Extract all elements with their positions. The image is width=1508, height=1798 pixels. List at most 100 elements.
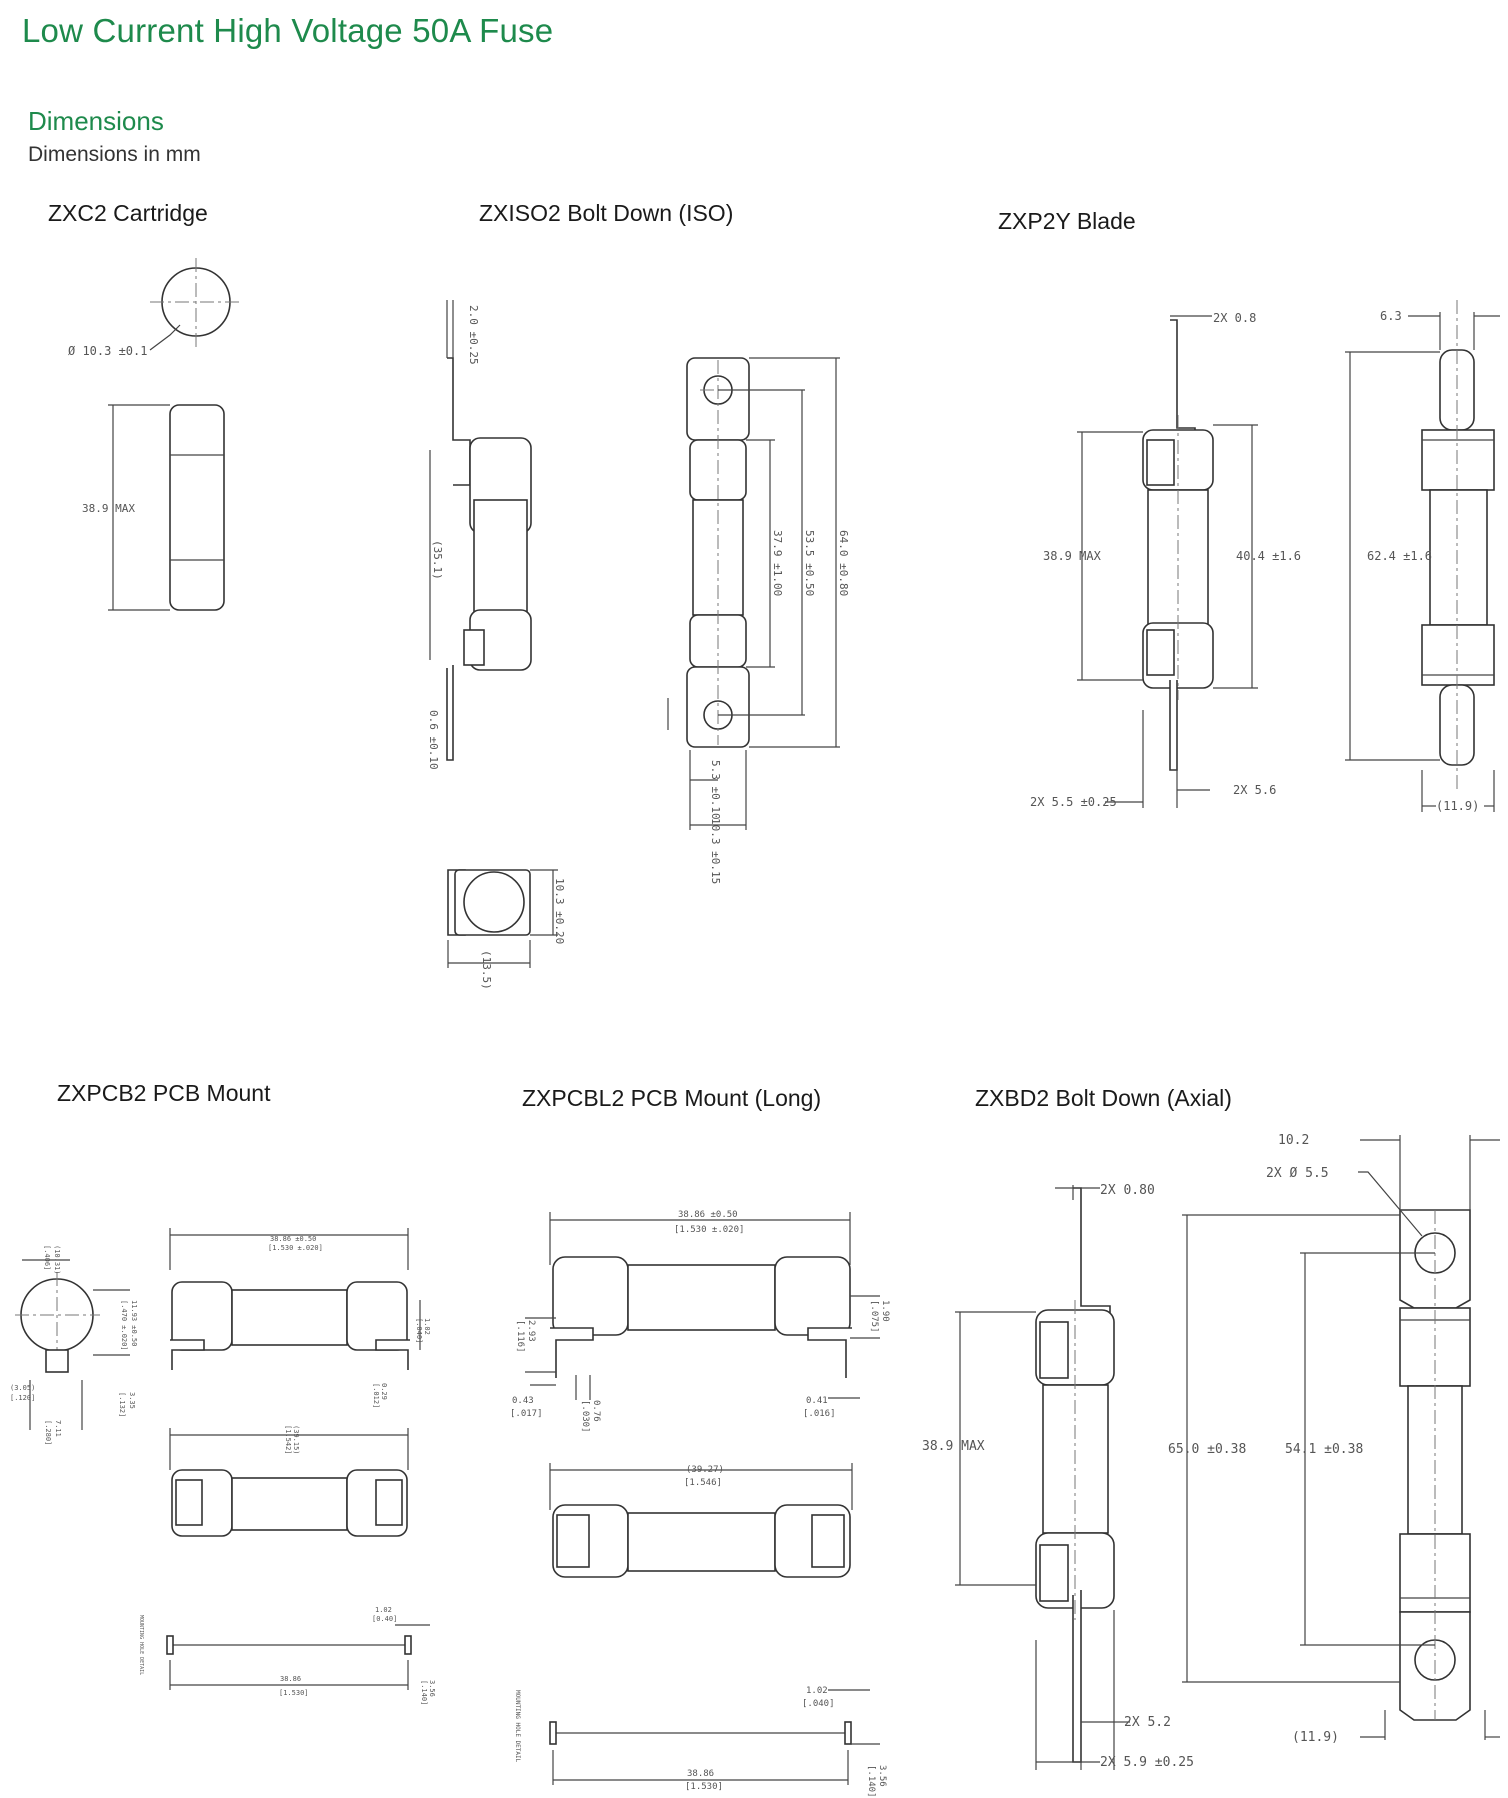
zxiso2-front-view: 37.9 ±1.00 53.5 ±0.50 64.0 ±0.80 5.3 ±0.… [667, 357, 850, 884]
zxpcbl2-middle-view: (39.27) [1.546] [549, 1463, 853, 1578]
zxbd2-102-label: 10.2 [1278, 1133, 1309, 1148]
zxiso2-body-label: (35.1) [431, 540, 444, 580]
zxiso2-t2-label: 0.6 ±0.10 [427, 710, 440, 770]
zxpcbl2-d190-in: [.075] [869, 1300, 879, 1333]
zxiso2-e135-label: (13.5) [480, 950, 493, 990]
zxpcbl2-bot-len: 38.86 [687, 1769, 714, 1779]
zxbd2-55-label: 2X Ø 5.5 [1266, 1166, 1329, 1181]
zxpcbl2-d102-in: [.040] [802, 1699, 835, 1709]
zxpcb2-e5-in: [.132] [118, 1392, 126, 1417]
page-title: Low Current High Voltage 50A Fuse [22, 12, 554, 49]
zxpcbl2-d293: 2.93 [526, 1320, 536, 1342]
zxpcb2-s029: 0.29 [380, 1383, 388, 1400]
zxpcb2-d102: 1.02 [375, 1606, 392, 1614]
zxpcb2-bot-len-in: [1.530] [279, 1689, 309, 1697]
zxpcbl2-d356-in: [.140] [866, 1765, 876, 1798]
zxpcb2-s102: 1.02 [423, 1318, 431, 1335]
zxiso2-side-view: 2.0 ±0.25 (35.1) 0.6 ±0.10 [427, 300, 532, 770]
zxpcb2-e3-in: [.120] [10, 1394, 35, 1402]
zxpcb2-end-view: (10.31) [.406] 11.93 ±0.50 [.470 ±.020] … [10, 1245, 138, 1445]
zxc2-length-label: 38.9 MAX [82, 502, 135, 515]
zxbd2-541-label: 54.1 ±0.38 [1285, 1442, 1363, 1457]
units-note: Dimensions in mm [28, 143, 201, 166]
zxpcb2-e5: 3.35 [128, 1392, 136, 1409]
zxpcb2-e2: 11.93 ±0.50 [130, 1300, 138, 1346]
zxpcb2-e4-in: [.280] [44, 1420, 52, 1445]
panel-title-zxbd2: ZXBD2 Bolt Down (Axial) [975, 1085, 1232, 1111]
zxpcb2-d102-in: [0.40] [372, 1615, 397, 1623]
zxiso2-t1-label: 2.0 ±0.25 [467, 305, 480, 365]
zxp2y-624-label: 62.4 ±1.6 [1367, 549, 1432, 563]
zxpcbl2-side-note: MOUNTING HOLE DETAIL [514, 1690, 521, 1763]
zxpcb2-s029-in: [.012] [372, 1383, 380, 1408]
zxpcb2-e3: (3.05) [10, 1384, 35, 1392]
zxpcb2-top-len: 38.86 ±0.50 [270, 1235, 316, 1243]
panel-title-zxiso2: ZXISO2 Bolt Down (ISO) [479, 200, 734, 226]
zxiso2-end-view: 10.3 ±0.20 (13.5) [447, 869, 566, 990]
zxpcb2-e4: 7.11 [54, 1420, 62, 1437]
zxp2y-08-label: 2X 0.8 [1213, 311, 1256, 325]
zxpcb2-mid-len: (39.15) [292, 1425, 300, 1455]
zxpcb2-top-view: 38.86 ±0.50 [1.530 ±.020] 1.02 [.040] 0.… [169, 1228, 431, 1408]
zxpcb2-mid-len-in: [1.542] [284, 1425, 292, 1455]
zxc2-dia-label: Ø 10.3 ±0.1 [68, 344, 147, 358]
panel-title-zxpcbl2: ZXPCBL2 PCB Mount (Long) [522, 1085, 822, 1111]
zxpcbl2-mid-len-in: [1.546] [684, 1478, 722, 1488]
zxiso2-53-label: 5.3 ±0.10 [709, 760, 722, 820]
zxp2y-63-label: 6.3 [1380, 309, 1402, 323]
zxp2y-404-label: 40.4 ±1.6 [1236, 549, 1301, 563]
zxp2y-front-view: 6.3 62.4 ±1.6 (11.9) [1345, 300, 1500, 813]
zxpcb2-bottom-view: 38.86 [1.530] 1.02 [0.40] 3.56 [.140] MO… [138, 1606, 436, 1705]
zxpcbl2-d076-in: [.030] [580, 1400, 590, 1433]
zxpcbl2-d041-in: [.016] [803, 1409, 836, 1419]
zxpcb2-d356-in: [.140] [420, 1680, 428, 1705]
zxpcbl2-bottom-view: 38.86 [1.530] 1.02 [.040] 3.56 [.140] MO… [514, 1686, 887, 1798]
zxpcbl2-top-len-in: [1.530 ±.020] [674, 1225, 744, 1235]
zxpcb2-side-note: MOUNTING HOLE DETAIL [138, 1615, 144, 1675]
zxpcbl2-d076: 0.76 [591, 1400, 601, 1422]
zxpcbl2-d043: 0.43 [512, 1396, 534, 1406]
zxpcb2-e2-in: [.470 ±.020] [120, 1300, 128, 1351]
zxpcbl2-d043-in: [.017] [510, 1409, 543, 1419]
zxbd2-650-label: 65.0 ±0.38 [1168, 1442, 1246, 1457]
zxp2y-119-label: (11.9) [1436, 799, 1479, 813]
zxp2y-55-label: 2X 5.5 ±0.25 [1030, 795, 1117, 809]
zxpcbl2-d356: 3.56 [877, 1765, 887, 1787]
zxpcb2-s102-in: [.040] [415, 1318, 423, 1343]
zxiso2-379-label: 37.9 ±1.00 [771, 530, 784, 596]
zxpcb2-bot-len: 38.86 [280, 1675, 301, 1683]
zxbd2-119-label: (11.9) [1292, 1730, 1339, 1745]
zxpcb2-e1-in: [.406] [43, 1245, 51, 1270]
panel-title-zxp2y: ZXP2Y Blade [998, 208, 1136, 234]
section-heading: Dimensions [28, 106, 164, 136]
zxp2y-side-view: 38.9 MAX 40.4 ±1.6 2X 0.8 2X 5.5 ±0.25 2… [1030, 311, 1301, 809]
zxbd2-08-label: 2X 0.80 [1100, 1183, 1155, 1198]
zxbd2-389-label: 38.9 MAX [922, 1439, 985, 1454]
zxbd2-front-view: 10.2 2X Ø 5.5 65.0 ±0.38 54.1 ±0.38 (11.… [1168, 1133, 1500, 1745]
zxpcbl2-bot-len-in: [1.530] [685, 1782, 723, 1792]
zxpcb2-top-len-in: [1.530 ±.020] [268, 1244, 323, 1252]
zxpcb2-e1: (10.31) [53, 1245, 61, 1275]
zxbd2-side-view: 2X 0.80 38.9 MAX 2X 5.2 2X 5.9 ±0.25 [922, 1183, 1194, 1770]
zxbd2-52-label: 2X 5.2 [1124, 1715, 1171, 1730]
zxiso2-535-label: 53.5 ±0.50 [803, 530, 816, 596]
zxiso2-103-label: 10.3 ±0.15 [709, 818, 722, 884]
zxpcbl2-d190: 1.90 [880, 1300, 890, 1322]
panel-title-zxpcb2: ZXPCB2 PCB Mount [57, 1080, 271, 1106]
zxp2y-56-label: 2X 5.6 [1233, 783, 1276, 797]
zxpcb2-middle-view: (39.15) [1.542] [169, 1425, 409, 1537]
zxpcbl2-top-view: 38.86 ±0.50 [1.530 ±.020] 1.90 [.075] 2.… [510, 1210, 890, 1433]
zxbd2-59-label: 2X 5.9 ±0.25 [1100, 1755, 1194, 1770]
zxpcbl2-mid-len: (39.27) [686, 1465, 724, 1475]
zxiso2-e103-label: 10.3 ±0.20 [553, 878, 566, 944]
zxpcb2-d356: 3.56 [428, 1680, 436, 1697]
panel-title-zxc2: ZXC2 Cartridge [48, 200, 208, 226]
zxiso2-640-label: 64.0 ±0.80 [837, 530, 850, 596]
zxpcbl2-top-len: 38.86 ±0.50 [678, 1210, 738, 1220]
zxpcbl2-d041: 0.41 [806, 1396, 828, 1406]
zxpcbl2-d102: 1.02 [806, 1686, 828, 1696]
zxp2y-389-label: 38.9 MAX [1043, 549, 1102, 563]
zxc2-drawing: Ø 10.3 ±0.1 38.9 MAX [68, 258, 240, 611]
zxpcbl2-d293-in: [.116] [515, 1320, 525, 1353]
